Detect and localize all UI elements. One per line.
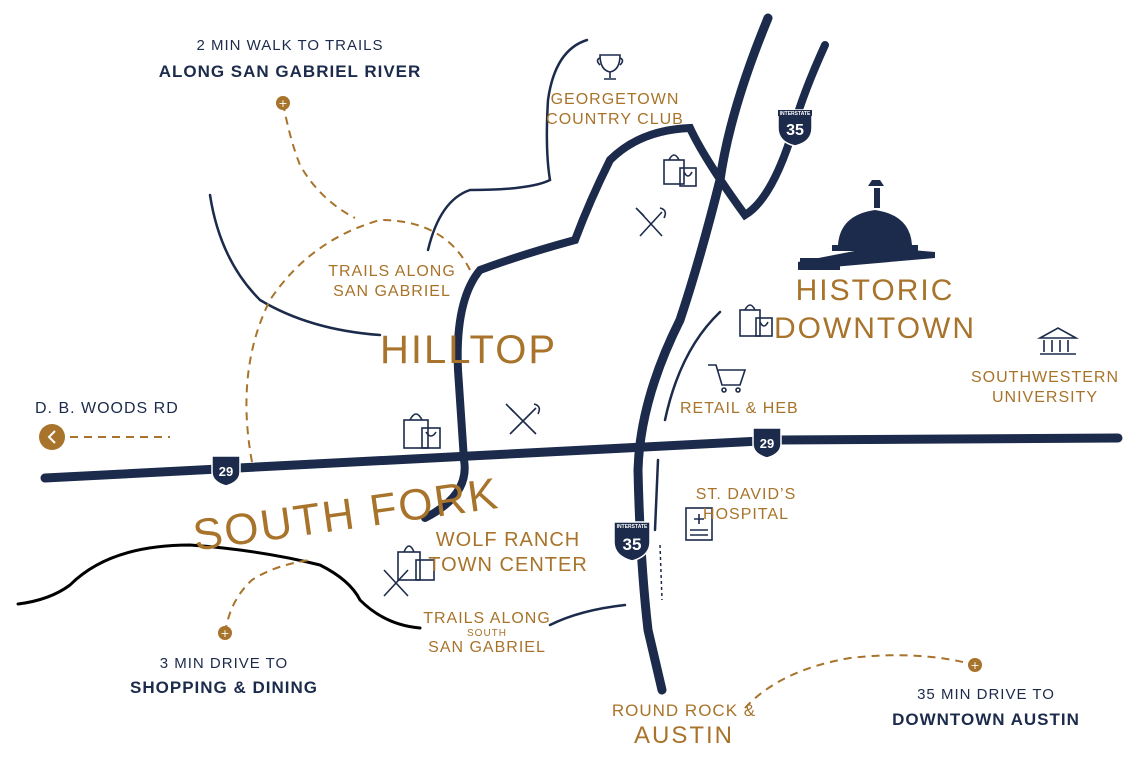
trails-river-callout-line2: ALONG SAN GABRIEL RIVER [158, 62, 422, 81]
shopping-callout-line1: 3 MIN DRIVE TO [159, 655, 289, 672]
capitol-icon [798, 180, 935, 270]
highway-29-road [40, 433, 1123, 483]
shopping-bags-icon [403, 413, 441, 449]
shopping-bags-icon [739, 304, 773, 337]
fork-knife-icon [383, 569, 409, 597]
austin-route [744, 654, 976, 709]
fork-knife-icon [505, 403, 541, 435]
svg-text:INTERSTATE: INTERSTATE [780, 111, 811, 117]
db-woods-rd-label: D. B. WOODS RD [35, 400, 179, 417]
svg-text:+: + [220, 627, 229, 640]
interstate-35-shield-top: INTERSTATE 35 [777, 109, 813, 147]
shopping-callout-line2: SHOPPING & DINING [130, 678, 318, 697]
highway-29-shield-left: 29 [211, 455, 241, 487]
svg-text:+: + [970, 659, 979, 672]
trails-river-callout-line1: 2 MIN WALK TO TRAILS [196, 37, 384, 54]
hospital-icon [685, 507, 713, 541]
pin-trails-river [276, 96, 290, 110]
svg-text:29: 29 [219, 464, 233, 479]
cart-icon [708, 364, 747, 393]
shopping-bags-icon [397, 545, 435, 581]
west-creek-road [208, 193, 382, 337]
shopping-route [224, 559, 311, 634]
retail-heb-label: RETAIL & HEB [680, 400, 799, 417]
svg-text:35: 35 [623, 535, 642, 554]
east-frontage-road [653, 458, 660, 532]
highway-29-shield-right: 29 [752, 427, 782, 459]
south-fork-river [16, 543, 422, 630]
interstate-35-shield-bottom: INTERSTATE 35 [613, 521, 651, 562]
retail-road [663, 310, 722, 422]
highway-35-dash [659, 544, 663, 601]
pin-shopping [218, 626, 232, 640]
austin-callout-line1: 35 MIN DRIVE TO [917, 686, 1055, 703]
austin-callout-line2: DOWNTOWN AUSTIN [892, 710, 1080, 729]
round-rock-austin-label: ROUND ROCK &AUSTIN [611, 701, 757, 750]
svg-text:+: + [278, 97, 287, 110]
svg-text:35: 35 [786, 122, 804, 139]
chevron-left-icon [39, 424, 65, 450]
pin-austin [968, 658, 982, 672]
trail-river-route [282, 102, 356, 219]
svg-text:INTERSTATE: INTERSTATE [617, 524, 648, 530]
loop-road [421, 41, 829, 522]
south-san-gabriel-river [548, 603, 627, 627]
shopping-bags-icon [663, 154, 697, 187]
river-road [426, 38, 589, 252]
trails-south-label: TRAILS ALONG SOUTH SAN GABRIEL [423, 610, 551, 656]
trail-loop-dashed [245, 218, 471, 463]
trophy-icon [596, 54, 624, 80]
svg-text:29: 29 [760, 436, 774, 451]
university-icon [1036, 327, 1080, 355]
hilltop-label: HILLTOP [380, 328, 558, 372]
fork-knife-icon [635, 207, 667, 237]
